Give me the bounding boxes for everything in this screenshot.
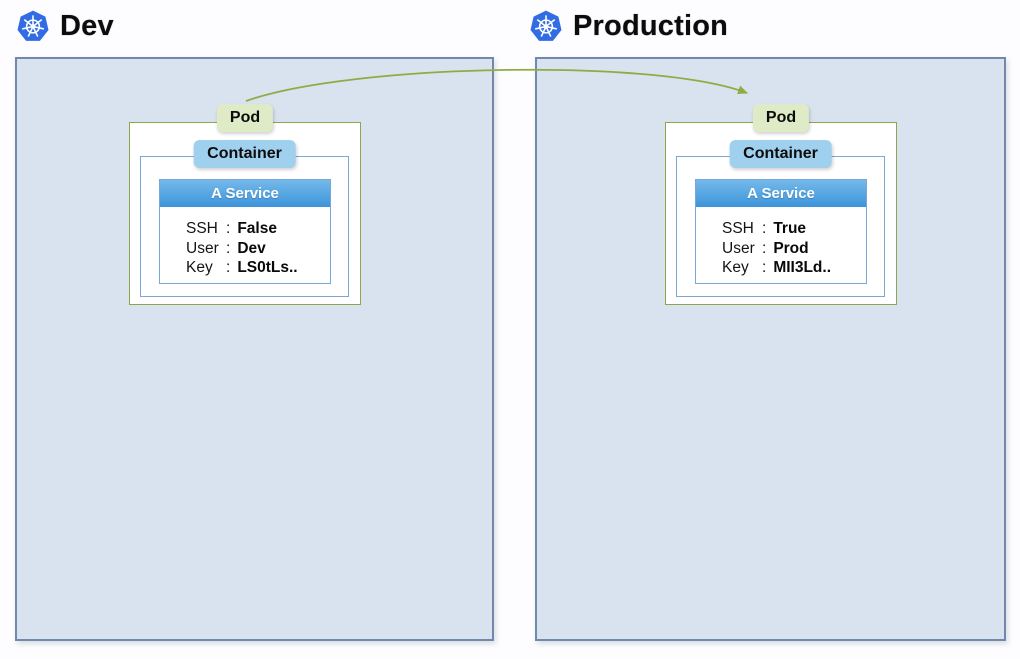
- service-card: A Service SSH: True User: Prod Key: MII3Ld.…: [695, 179, 867, 284]
- pod-box: Pod Container A Service SSH: False User: D…: [129, 104, 361, 305]
- field-separator: :: [226, 259, 231, 276]
- field-row-key: Key: LS0tLs..: [186, 258, 330, 278]
- field-separator: :: [226, 239, 231, 257]
- container-box: Container A Service SSH: False User: Dev K…: [140, 140, 349, 297]
- field-row-ssh: SSH: False: [186, 219, 330, 239]
- field-row-user: User: Prod: [722, 239, 866, 259]
- field-row-key: Key: MII3Ld..: [722, 258, 866, 278]
- container-label: Container: [193, 140, 296, 168]
- container-box: Container A Service SSH: True User: Prod K…: [676, 140, 885, 297]
- field-label: SSH: [722, 220, 754, 237]
- field-label: Key: [722, 259, 749, 276]
- field-value: LS0tLs..: [237, 259, 298, 276]
- service-body: SSH: True User: Prod Key: MII3Ld..: [696, 207, 866, 278]
- service-card: A Service SSH: False User: Dev Key: LS0tLs.…: [159, 179, 331, 284]
- env-title-dev: Dev: [60, 10, 114, 42]
- service-title: A Service: [160, 180, 330, 207]
- pod-label: Pod: [752, 104, 810, 132]
- field-separator: :: [762, 220, 767, 237]
- env-header-dev: Dev: [15, 9, 114, 44]
- field-label: User: [722, 239, 755, 257]
- field-label: SSH: [186, 220, 218, 237]
- pod-label: Pod: [216, 104, 274, 132]
- field-label: User: [186, 239, 219, 257]
- kubernetes-icon: [17, 10, 49, 41]
- env-header-production: Production: [528, 9, 728, 44]
- env-title-production: Production: [573, 10, 729, 42]
- field-value: Prod: [773, 239, 809, 257]
- kubernetes-icon: [530, 10, 562, 41]
- field-value: Dev: [237, 239, 266, 257]
- field-label: Key: [186, 259, 213, 276]
- container-label: Container: [729, 140, 832, 168]
- production-cluster-panel: Pod Container A Service SSH: True User: Pr…: [535, 57, 1006, 641]
- field-separator: :: [226, 220, 231, 237]
- field-value: False: [237, 220, 277, 237]
- field-separator: :: [762, 239, 767, 257]
- pod-box: Pod Container A Service SSH: True User: Pr…: [665, 104, 897, 305]
- field-value: True: [773, 220, 807, 237]
- service-title: A Service: [696, 180, 866, 207]
- field-value: MII3Ld..: [773, 259, 832, 276]
- field-separator: :: [762, 259, 767, 276]
- service-body: SSH: False User: Dev Key: LS0tLs..: [160, 207, 330, 278]
- field-row-ssh: SSH: True: [722, 219, 866, 239]
- field-row-user: User: Dev: [186, 239, 330, 259]
- dev-cluster-panel: Pod Container A Service SSH: False User: D…: [15, 57, 494, 641]
